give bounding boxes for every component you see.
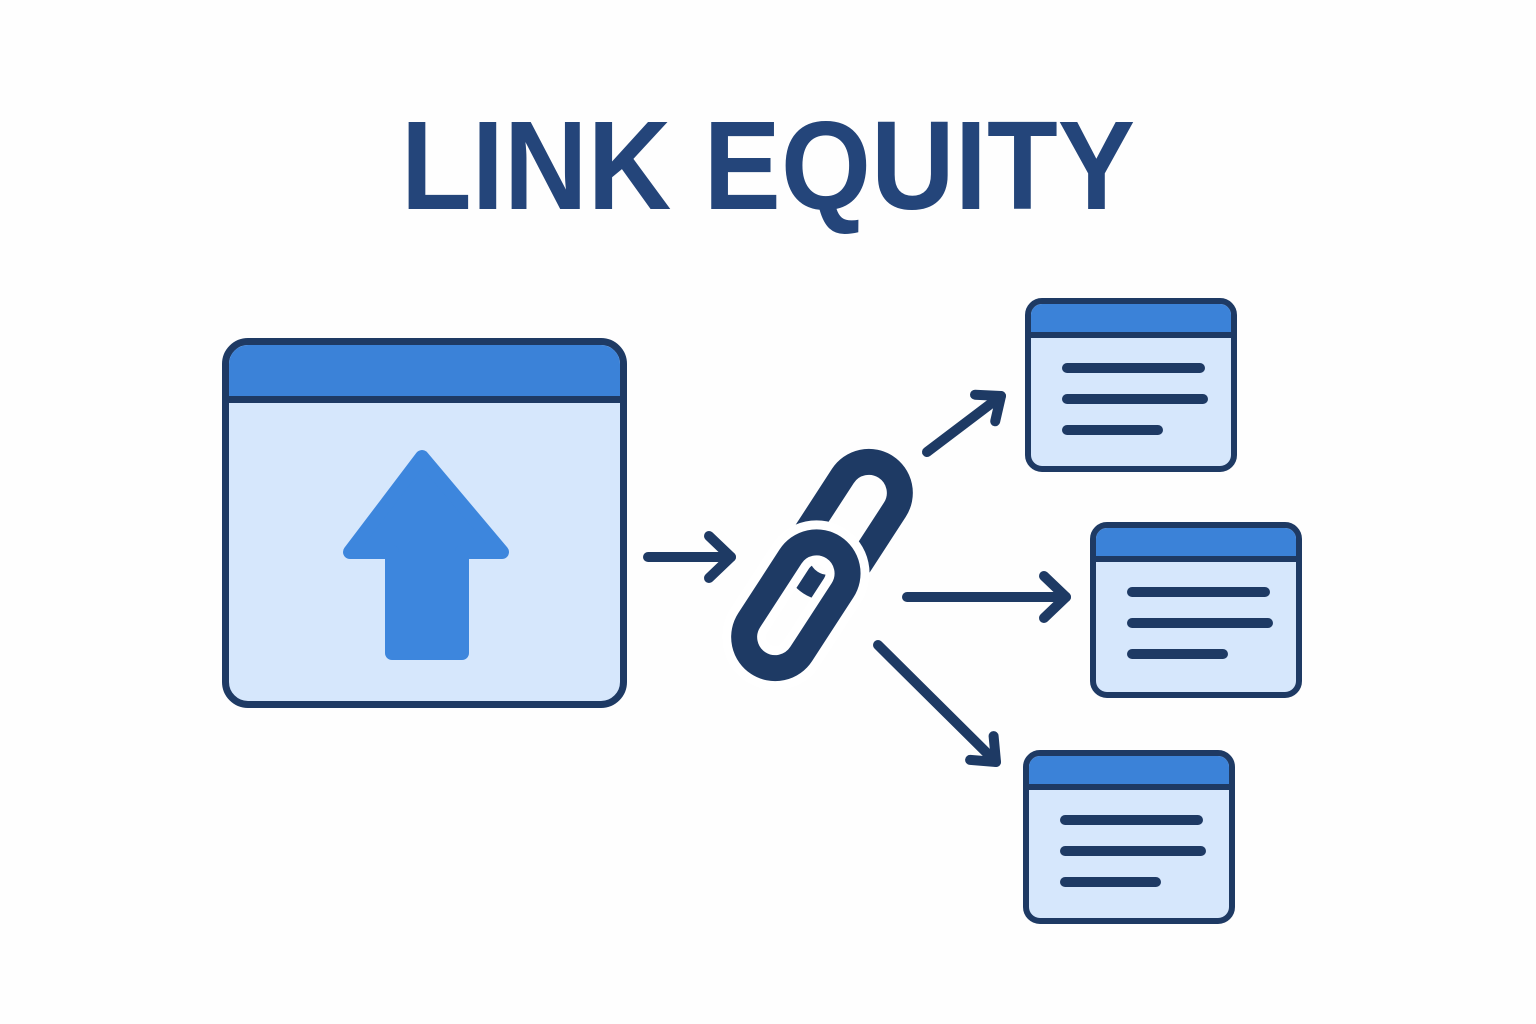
- arrow-source-to-chain: [643, 531, 736, 583]
- card-titlebar: [1096, 528, 1296, 562]
- chain-link-icon: [722, 448, 913, 691]
- arrow-chain-to-bottom-card: [873, 640, 1001, 767]
- text-line: [1060, 846, 1206, 856]
- text-line: [1062, 363, 1205, 373]
- text-line: [1062, 425, 1163, 435]
- target-page-card-top: [1025, 298, 1237, 472]
- card-titlebar: [1031, 304, 1231, 338]
- card-text-lines: [1096, 562, 1296, 659]
- upload-arrow-icon: [343, 450, 509, 660]
- card-text-lines: [1031, 338, 1231, 435]
- arrow-chain-to-top-card: [922, 389, 1006, 457]
- text-line: [1127, 587, 1270, 597]
- text-line: [1127, 618, 1273, 628]
- page-title: LINK EQUITY: [400, 95, 1136, 236]
- text-line: [1060, 815, 1203, 825]
- text-line: [1062, 394, 1208, 404]
- text-line: [1127, 649, 1228, 659]
- window-titlebar: [229, 345, 620, 403]
- card-titlebar: [1029, 756, 1229, 790]
- target-page-card-bottom: [1023, 750, 1235, 924]
- arrow-chain-to-middle-card: [902, 571, 1071, 623]
- card-text-lines: [1029, 790, 1229, 887]
- target-page-card-middle: [1090, 522, 1302, 698]
- source-page-window: [222, 338, 627, 708]
- text-line: [1060, 877, 1161, 887]
